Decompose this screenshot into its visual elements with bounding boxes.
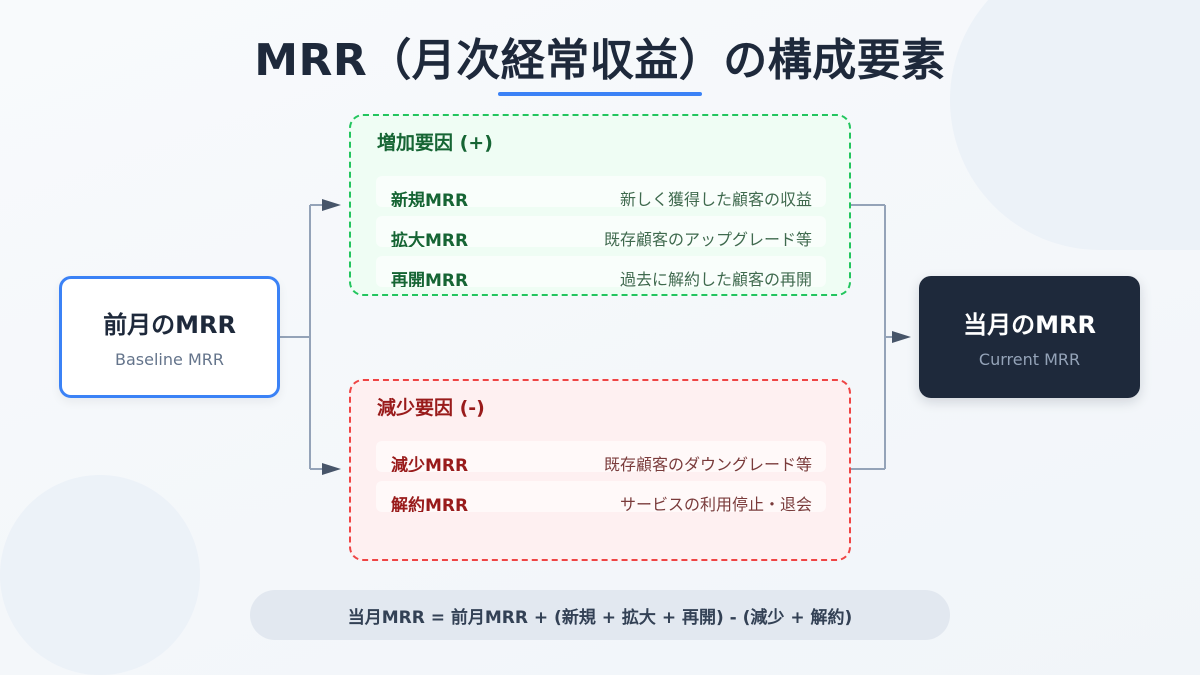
item-description: 既存顧客のダウングレード等 [603,455,812,472]
item-name: 拡大MRR [391,231,469,247]
increase-factors-group: 増加要因 (+) 新規MRR 新しく獲得した顧客の収益 拡大MRR 既存顧客のア… [349,114,851,296]
item-name: 新規MRR [391,191,469,207]
item-description: 既存顧客のアップグレード等 [603,230,812,247]
current-mrr-node: 当月のMRR Current MRR [919,276,1140,398]
decrease-factors-title: 減少要因 (-) [377,397,485,419]
page-title: MRR（月次経常収益）の構成要素 [254,35,946,86]
list-item: 新規MRR 新しく獲得した顧客の収益 [376,176,826,207]
list-item: 再開MRR 過去に解約した顧客の再開 [376,256,826,287]
arrowhead-to-increase [322,199,341,211]
item-name: 解約MRR [391,496,469,512]
item-name: 再開MRR [391,271,469,287]
decrease-factors-group: 減少要因 (-) 減少MRR 既存顧客のダウングレード等 解約MRR サービスの… [349,379,851,561]
previous-mrr-subtitle: Baseline MRR [115,350,224,369]
arrowhead-to-decrease [322,463,341,475]
list-item: 拡大MRR 既存顧客のアップグレード等 [376,216,826,247]
list-item: 解約MRR サービスの利用停止・退会 [376,481,826,512]
item-description: 新しく獲得した顧客の収益 [619,190,812,207]
formula-text: 当月MRR = 前月MRR + (新規 + 拡大 + 再開) - (減少 + 解… [347,607,853,628]
previous-mrr-node: 前月のMRR Baseline MRR [59,276,280,398]
previous-mrr-title: 前月のMRR [103,311,236,339]
arrowhead-to-current [892,331,911,343]
item-description: 過去に解約した顧客の再開 [619,270,812,287]
item-name: 減少MRR [391,456,469,472]
current-mrr-title: 当月のMRR [963,311,1096,339]
list-item: 減少MRR 既存顧客のダウングレード等 [376,441,826,472]
current-mrr-subtitle: Current MRR [978,350,1081,369]
item-description: サービスの利用停止・退会 [619,495,812,512]
increase-factors-title: 増加要因 (+) [377,132,493,154]
title-underline [498,92,702,96]
background-decoration-bottom-left [0,475,200,675]
formula-banner: 当月MRR = 前月MRR + (新規 + 拡大 + 再開) - (減少 + 解… [250,590,950,640]
